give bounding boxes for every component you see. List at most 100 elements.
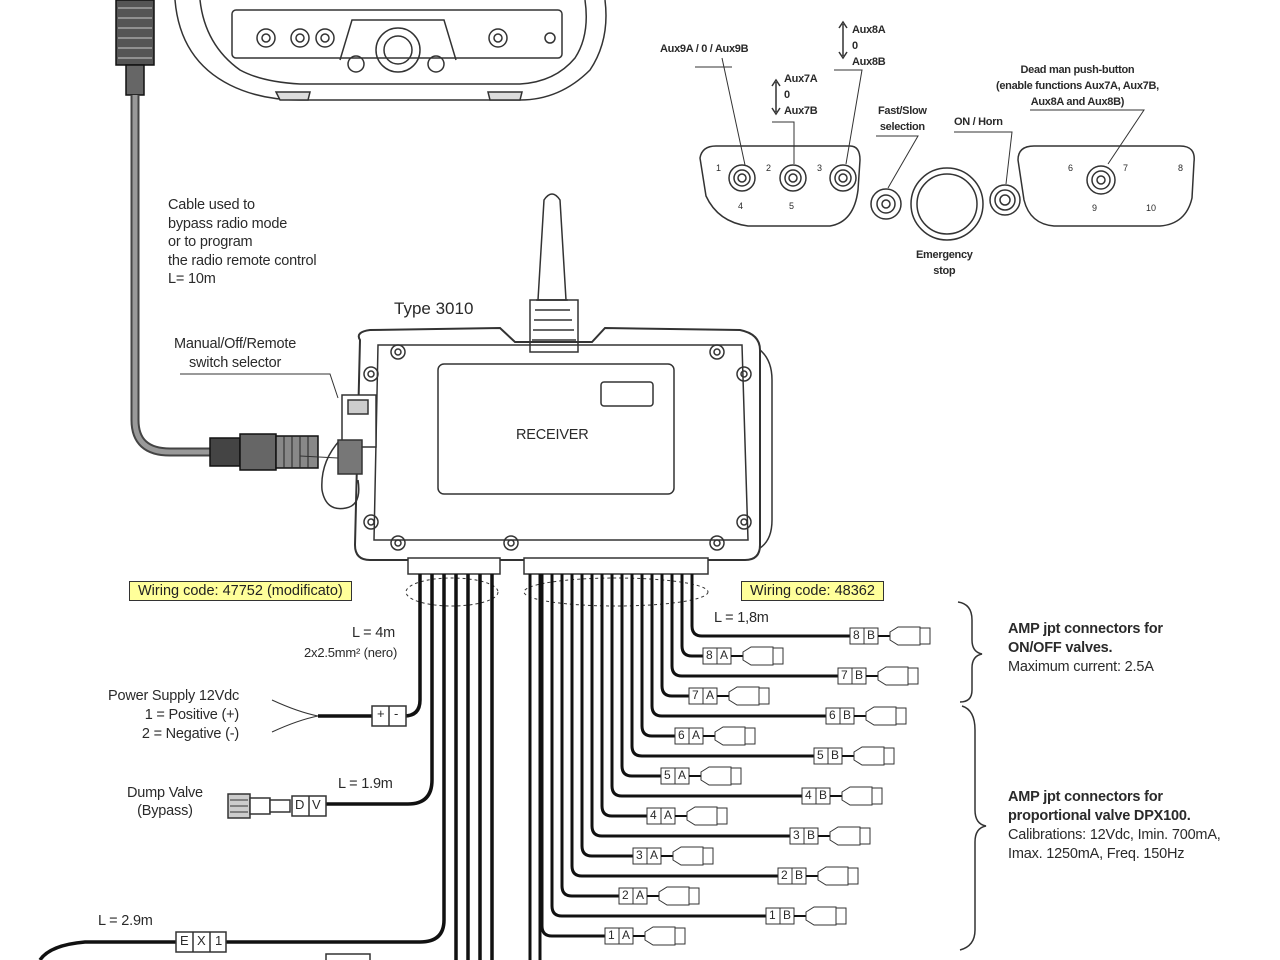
onoff-note: AMP jpt connectors for ON/OFF valves. Ma… xyxy=(1008,620,1163,677)
amp-plug xyxy=(658,886,690,906)
cable-note-line: the radio remote control xyxy=(168,252,317,269)
connector-number: 5 xyxy=(817,748,824,762)
connector-number: 8 xyxy=(706,648,713,662)
on-horn-label: ON / Horn xyxy=(954,116,1003,128)
connector-number: 1 xyxy=(608,928,615,942)
connector-letter: A xyxy=(706,688,715,702)
prop-note-line: proportional valve DPX100. xyxy=(1008,808,1191,824)
connector-number: 6 xyxy=(829,708,836,722)
connector-number: 3 xyxy=(793,828,800,842)
pin-number: 9 xyxy=(1092,203,1098,213)
pin-number: 8 xyxy=(1178,163,1184,173)
connector-letter: B xyxy=(807,828,816,842)
connector-letter: A xyxy=(664,808,673,822)
cable-note-line: L= 10m xyxy=(168,271,216,287)
prop-note-line: Imax. 1250mA, Freq. 150Hz xyxy=(1008,846,1185,862)
aux7-line: 0 xyxy=(784,89,790,101)
amp-plug-cap xyxy=(716,807,728,825)
amp-plug-cap xyxy=(702,847,714,865)
amp-plug xyxy=(889,626,921,646)
fast-slow-line: Fast/Slow xyxy=(878,105,927,117)
amp-plug xyxy=(865,706,897,726)
connector-letter: A xyxy=(622,928,631,942)
dump-length-label: L = 1.9m xyxy=(338,776,393,792)
connector-number: 7 xyxy=(841,668,848,682)
amp-plug-cap xyxy=(883,747,895,765)
amp-plug xyxy=(742,646,774,666)
amp-plug-cap xyxy=(688,887,700,905)
connector-number: 4 xyxy=(805,788,812,802)
connector-number: 2 xyxy=(622,888,629,902)
wiring-code-right: Wiring code: 48362 xyxy=(741,581,884,601)
cable-note-line: Cable used to xyxy=(168,197,255,213)
amp-plug-cap xyxy=(847,867,859,885)
dump-valve-connector xyxy=(227,793,327,819)
amp-plug-cap xyxy=(674,927,686,945)
dump-valve-line: (Bypass) xyxy=(137,803,193,819)
amp-plug xyxy=(817,866,849,886)
pin-number: 5 xyxy=(789,201,795,211)
wire xyxy=(630,574,814,758)
wire xyxy=(570,574,778,878)
amp-plug xyxy=(853,746,885,766)
pin-number: 6 xyxy=(1068,163,1074,173)
wire xyxy=(610,574,802,798)
amp-plug-cap xyxy=(758,687,770,705)
connector-letter: B xyxy=(867,628,876,642)
connector-number: 7 xyxy=(692,688,699,702)
amp-plug-cap xyxy=(919,627,931,645)
connector-letter: A xyxy=(692,728,701,742)
dead-man-label: Dead man push-button (enable functions A… xyxy=(996,62,1159,110)
antenna xyxy=(529,193,579,353)
connector-letter: B xyxy=(831,748,840,762)
prop-note: AMP jpt connectors for proportional valv… xyxy=(1008,788,1221,864)
wire xyxy=(640,574,675,738)
fast-slow-label: Fast/Slow selection xyxy=(878,103,927,135)
aux9-label: Aux9A / 0 / Aux9B xyxy=(660,43,749,55)
connector-letter: B xyxy=(843,708,852,722)
cable-note-line: bypass radio mode xyxy=(168,215,288,232)
connector-letter: A xyxy=(636,888,645,902)
amp-plug xyxy=(829,826,861,846)
ex-length-label: L = 2.9m xyxy=(98,913,153,929)
power-supply-line: 1 = Positive (+) xyxy=(144,707,240,723)
power-supply-label: Power Supply 12Vdc 1 = Positive (+) 2 = … xyxy=(108,687,239,744)
wire xyxy=(560,574,619,898)
amp-plug-cap xyxy=(859,827,871,845)
aux7-label: Aux7A 0 Aux7B xyxy=(784,71,818,119)
connector-letter: A xyxy=(650,848,659,862)
receiver-label: RECEIVER xyxy=(516,427,589,443)
dead-man-line: Dead man push-button xyxy=(1020,64,1135,76)
amp-plug-cap xyxy=(871,787,883,805)
pin-number: 10 xyxy=(1146,203,1157,213)
right-bundle-wires xyxy=(528,574,931,960)
amp-plug-cap xyxy=(730,767,742,785)
connector-number: 5 xyxy=(664,768,671,782)
cable-bundles xyxy=(38,557,709,960)
onoff-note-line: AMP jpt connectors for xyxy=(1008,621,1163,637)
wire xyxy=(620,574,661,778)
prop-note-line: Calibrations: 12Vdc, Imin. 700mA, xyxy=(1008,827,1221,843)
wire xyxy=(680,574,703,658)
amp-plug xyxy=(714,726,746,746)
amp-plug-cap xyxy=(772,647,784,665)
switch-selector-line: Manual/Off/Remote xyxy=(174,336,297,352)
connector-number: 6 xyxy=(678,728,685,742)
transmitter-panel xyxy=(695,20,1195,241)
prop-note-line: AMP jpt connectors for xyxy=(1008,789,1163,805)
aux8-line: Aux8B xyxy=(852,56,886,68)
cable-note-line: or to program xyxy=(168,234,253,250)
amp-plug-cap xyxy=(895,707,907,725)
connector-letter: B xyxy=(855,668,864,682)
wiring-code-left: Wiring code: 47752 (modificato) xyxy=(129,581,352,601)
ex-letter: X xyxy=(197,933,206,948)
connector-letter: A xyxy=(720,648,729,662)
dump-valve-label: Dump Valve (Bypass) xyxy=(127,784,203,820)
power-plus: + xyxy=(377,706,385,721)
connector-letter: B xyxy=(795,868,804,882)
wire xyxy=(600,574,647,818)
emergency-stop-label: Emergency stop xyxy=(916,247,973,279)
fast-slow-line: selection xyxy=(879,121,925,133)
remote-control-body xyxy=(174,0,607,101)
